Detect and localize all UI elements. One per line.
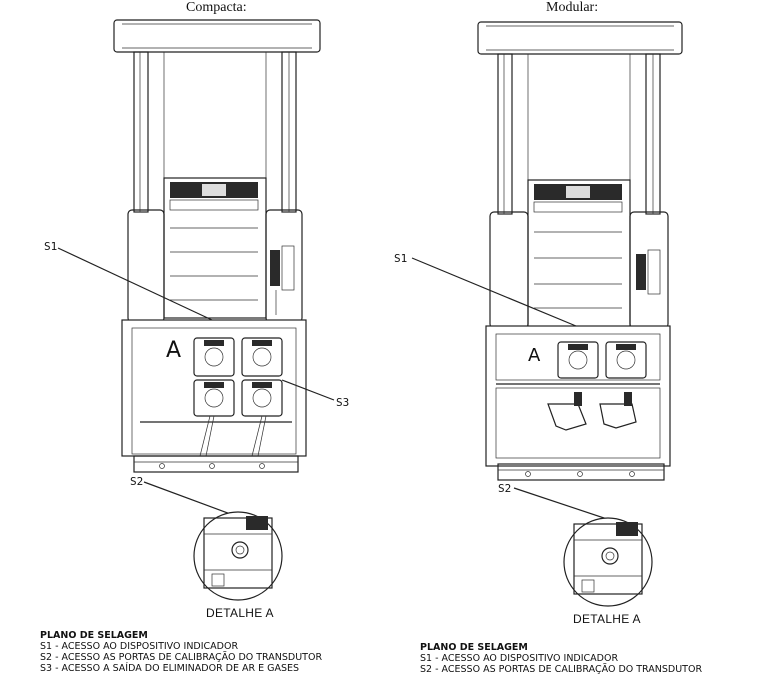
- modular-legend-item: S1 - ACESSO AO DISPOSITIVO INDICADOR: [420, 653, 619, 664]
- modular-callout-s2: S2: [498, 482, 512, 495]
- compacta-title: Compacta:: [186, 0, 247, 15]
- compacta-section-letter: A: [166, 338, 182, 363]
- modular-section-letter: A: [528, 345, 541, 366]
- modular-legend-item: S2 - ACESSO AS PORTAS DE CALIBRAÇÃO DO T…: [420, 664, 703, 675]
- modular-legend: PLANO DE SELAGEM S1 - ACESSO AO DISPOSIT…: [420, 642, 770, 675]
- modular-pump-drawing: [411, 21, 683, 607]
- modular-detail-label: DETALHE A: [573, 612, 641, 626]
- compacta-detail-label: DETALHE A: [206, 606, 274, 620]
- modular-title: Modular:: [546, 0, 599, 15]
- compacta-legend-item: S3 - ACESSO A SAÍDA DO ELIMINADOR DE AR …: [40, 663, 300, 674]
- compacta-callout-s3: S3: [336, 396, 350, 409]
- compacta-legend-item: S2 - ACESSO AS PORTAS DE CALIBRAÇÃO DO T…: [40, 652, 323, 663]
- compacta-legend-heading: PLANO DE SELAGEM: [40, 630, 148, 641]
- compacta-legend: PLANO DE SELAGEM S1 - ACESSO AO DISPOSIT…: [40, 630, 400, 674]
- compacta-callout-s1: S1: [44, 240, 58, 253]
- compacta-pump-drawing: [57, 19, 335, 601]
- modular-callout-s1: S1: [394, 252, 408, 265]
- compacta-legend-item: S1 - ACESSO AO DISPOSITIVO INDICADOR: [40, 641, 239, 652]
- modular-legend-heading: PLANO DE SELAGEM: [420, 642, 528, 653]
- compacta-callout-s2: S2: [130, 475, 144, 488]
